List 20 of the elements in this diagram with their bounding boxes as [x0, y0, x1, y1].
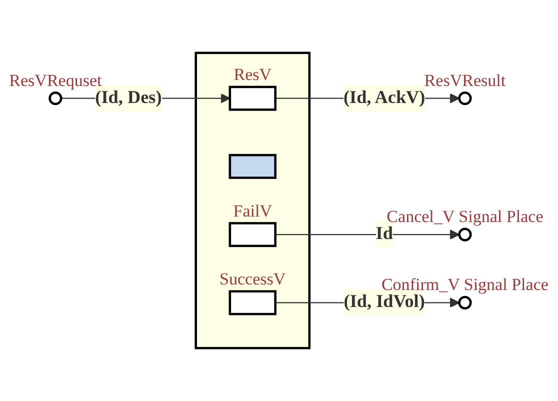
place-label: ResVRequset [9, 70, 102, 90]
edge-label: (Id, Des) [95, 88, 162, 108]
edge-label: (Id, IdVol) [344, 292, 425, 312]
place-label: Confirm_V Signal Place [381, 275, 548, 294]
place-label: ResV [234, 65, 272, 84]
place-label: ResVResult [424, 70, 506, 90]
place-circle [458, 296, 472, 310]
edge-label: Id [376, 224, 393, 244]
place-label: SuccessV [220, 270, 286, 289]
process-block [228, 154, 276, 179]
arrow [275, 230, 460, 240]
transition-box [228, 86, 276, 111]
place-circle [458, 228, 472, 242]
transition-box [228, 222, 276, 248]
edge-label: (Id, AckV) [343, 88, 426, 108]
place-circle [458, 92, 472, 106]
transition-box [228, 290, 276, 316]
place-label: Cancel_V Signal Place [386, 207, 544, 226]
place-label: FailV [233, 201, 272, 220]
place-circle [48, 92, 62, 106]
